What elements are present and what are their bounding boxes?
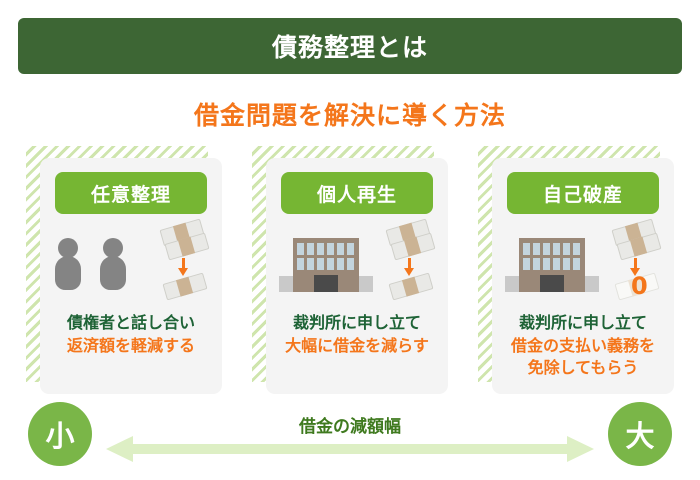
card-illustration	[273, 218, 441, 304]
method-card-voluntary-arrangement: 任意整理 債権者と話し合い 返済額を軽	[26, 146, 222, 394]
banknote-bundle-icon	[162, 272, 208, 301]
scale-endpoint-small: 小	[28, 402, 92, 466]
double-arrow-icon	[106, 436, 594, 462]
desc-line-2: 大幅に借金を減らす	[285, 335, 429, 355]
card-body: 任意整理 債権者と話し合い 返済額を軽	[40, 158, 222, 394]
banknote-bundle-icon	[388, 272, 434, 301]
page-title: 債務整理とは	[271, 33, 428, 62]
card-badge: 自己破産	[507, 172, 659, 214]
card-illustration	[47, 218, 215, 304]
zero-amount-label: 0	[631, 272, 648, 300]
method-card-individual-rehabilitation: 個人再生	[252, 146, 448, 394]
money-stack-icon	[381, 218, 439, 302]
card-description: 裁判所に申し立て 借金の支払い義務を 免除してもらう	[511, 312, 655, 380]
card-illustration: 0	[499, 218, 667, 304]
money-stack-icon	[155, 218, 213, 302]
desc-line-1: 債権者と話し合い	[66, 313, 195, 332]
desc-line-1: 裁判所に申し立て	[292, 313, 421, 332]
card-description: 債権者と話し合い 返済額を軽減する	[67, 312, 195, 357]
desc-line-3: 免除してもらう	[527, 358, 639, 378]
person-icon	[55, 238, 81, 292]
scale-endpoint-large: 大	[608, 402, 672, 466]
courthouse-icon	[279, 234, 373, 292]
method-card-bankruptcy: 自己破産	[478, 146, 674, 394]
scale-axis-label: 借金の減額幅	[299, 417, 401, 437]
money-stack-icon: 0	[607, 218, 665, 302]
card-badge: 任意整理	[55, 172, 207, 214]
card-description: 裁判所に申し立て 大幅に借金を減らす	[285, 312, 429, 357]
desc-line-2: 返済額を軽減する	[66, 335, 195, 355]
courthouse-icon	[505, 234, 599, 292]
page-subtitle: 借金問題を解決に導く方法	[193, 101, 506, 130]
card-body: 個人再生	[266, 158, 448, 394]
card-badge: 個人再生	[281, 172, 433, 214]
method-cards: 任意整理 債権者と話し合い 返済額を軽	[0, 146, 700, 396]
desc-line-2: 借金の支払い義務を	[510, 335, 655, 355]
header-bar: 債務整理とは	[18, 18, 682, 74]
card-body: 自己破産	[492, 158, 674, 394]
reduction-scale: 小 借金の減額幅 大	[0, 398, 700, 480]
person-icon	[100, 238, 126, 292]
desc-line-1: 裁判所に申し立て	[518, 313, 647, 332]
